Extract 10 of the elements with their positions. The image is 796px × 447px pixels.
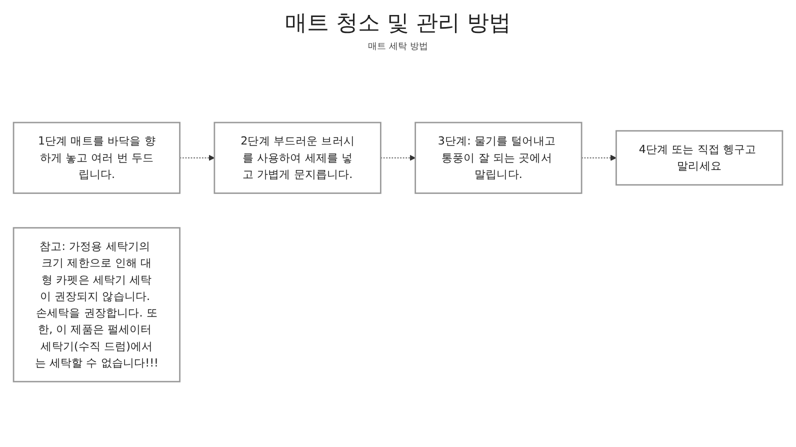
node-box: 참고: 가정용 세탁기의 크기 제한으로 인해 대형 카펫은 세탁기 세탁이 권장되지 않습니다. 손세탁을 권장합니다. 또한, 이 제품은 펄세이터 세탁기(수직 드럼)에서는 세탁할 수 없습니다!!! xyxy=(12,227,180,382)
node-box: 4단계 또는 직접 헹구고 말리세요 xyxy=(616,130,784,186)
arrow xyxy=(380,154,416,161)
node-box: 2단계 부드러운 브러시를 사용하여 세제를 넣고 가볍게 문지릅니다. xyxy=(214,122,382,194)
arrow xyxy=(179,154,215,161)
arrow xyxy=(581,154,616,161)
diagram-title: 매트 청소 및 관리 방법 xyxy=(285,10,511,38)
subtitle: 매트 세탁 방법 xyxy=(368,41,428,53)
node-box: 3단계: 물기를 털어내고 통풍이 잘 되는 곳에서 말립니다. xyxy=(414,122,582,194)
node-box: 1단계 매트를 바닥을 향하게 놓고 여러 번 두드립니다. xyxy=(12,122,180,194)
